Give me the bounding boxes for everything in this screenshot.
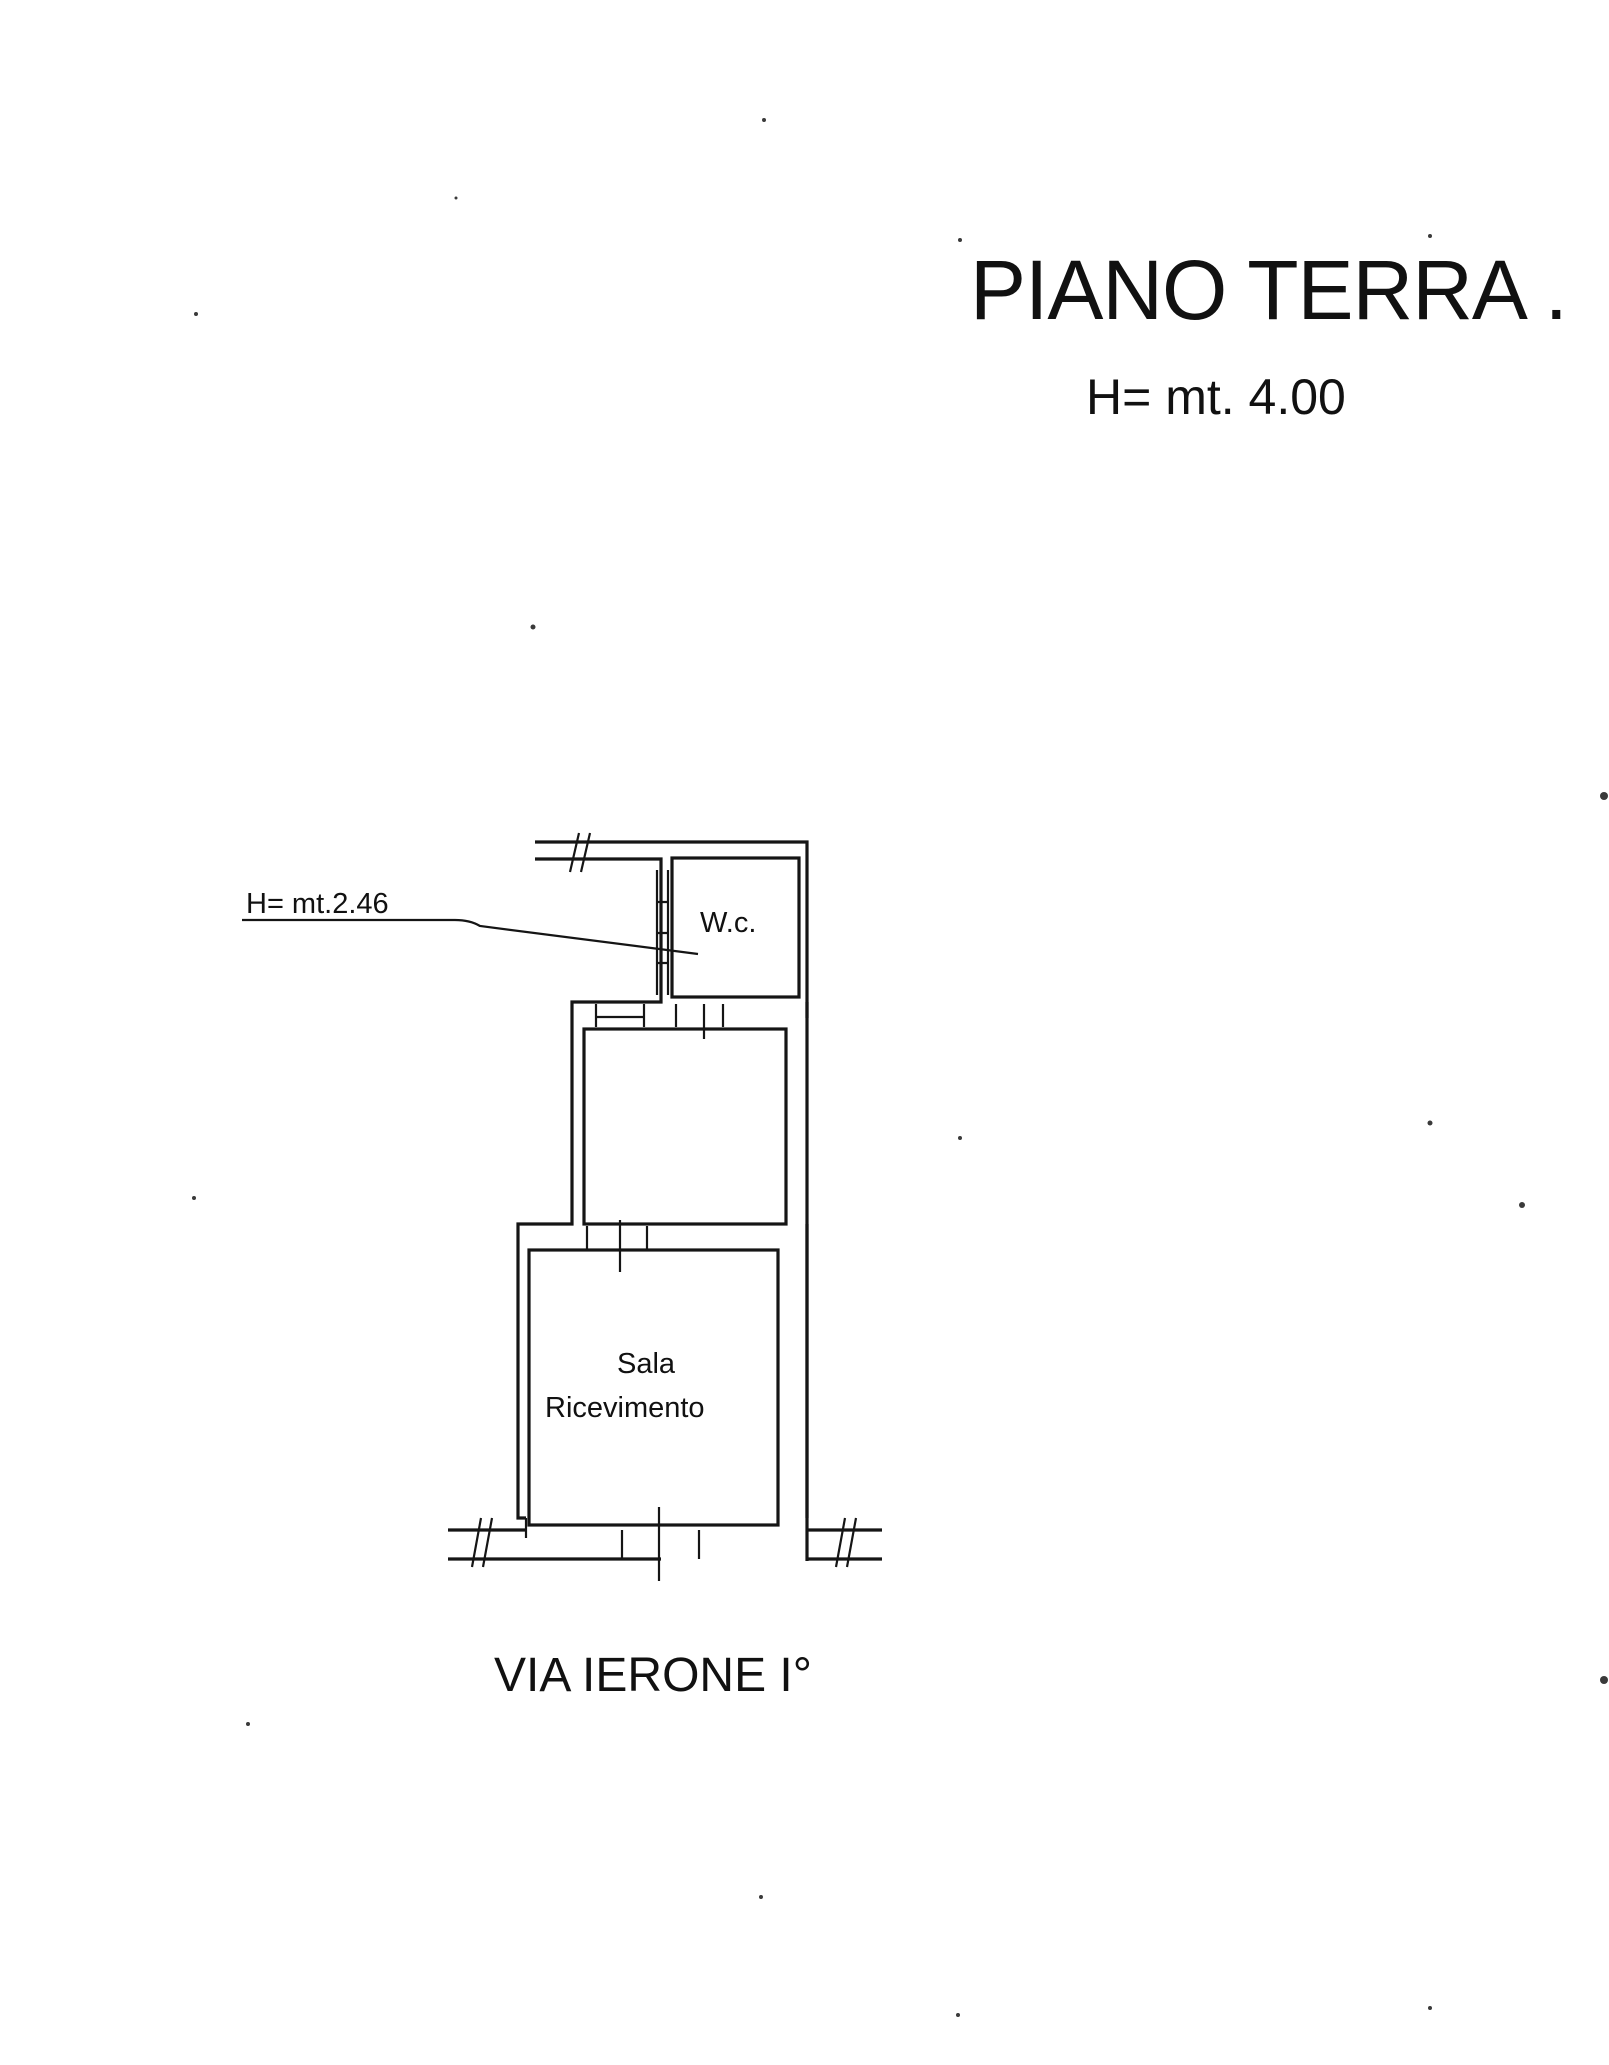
reception-label-line2: Ricevimento (545, 1392, 705, 1424)
mezzanine-height-label: H= mt.2.46 (246, 888, 389, 920)
plan-title: PIANO TERRA . (970, 243, 1568, 337)
wc-room-label: W.c. (700, 907, 757, 939)
leader-line (242, 918, 699, 956)
street-name-label: VIA IERONE I° (494, 1649, 812, 1702)
reception-room (524, 1220, 780, 1581)
hall-room (582, 1004, 788, 1226)
reception-label-line1: Sala (617, 1348, 676, 1380)
break-symbols (470, 832, 858, 1568)
ground-floor-height-label: H= mt. 4.00 (1086, 369, 1346, 425)
wc-room (655, 856, 801, 999)
scan-specks (192, 118, 1608, 2017)
